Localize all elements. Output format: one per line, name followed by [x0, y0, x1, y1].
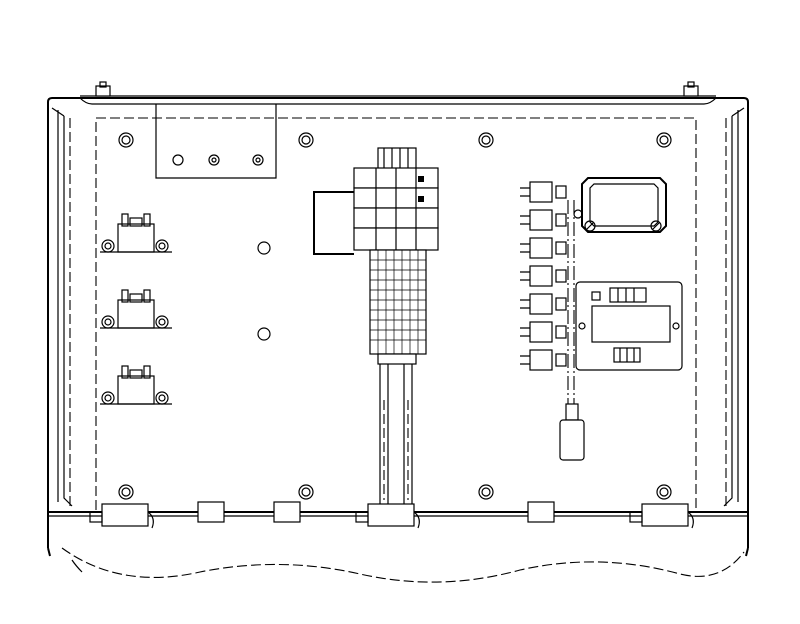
rail-block — [273, 501, 301, 523]
terminal-strip — [369, 249, 427, 365]
mounting-hole — [478, 132, 494, 148]
connector — [520, 237, 567, 259]
break-line — [61, 547, 745, 583]
relay-1 — [100, 213, 172, 253]
connector — [520, 209, 567, 231]
rail-block — [197, 501, 225, 523]
connector — [520, 349, 567, 371]
rail-clamp — [355, 503, 420, 529]
top-hinge-screw-left — [95, 81, 111, 97]
rail-clamp — [89, 503, 154, 529]
bottom-rail — [89, 501, 700, 529]
connector — [520, 293, 567, 315]
mounting-holes-bottom — [118, 484, 672, 500]
panel-hole — [257, 327, 271, 341]
rail-clamp — [629, 503, 694, 529]
connector — [520, 181, 567, 203]
connector-column — [520, 181, 575, 410]
mounting-hole — [478, 484, 494, 500]
mounting-hole — [656, 484, 672, 500]
relay-3 — [100, 365, 172, 405]
mounting-hole — [298, 484, 314, 500]
mounting-holes-top — [118, 132, 672, 148]
cable-sensor — [559, 403, 585, 461]
connector — [520, 321, 567, 343]
junction-box — [573, 177, 667, 233]
mounting-hole — [118, 132, 134, 148]
rail-block — [527, 501, 555, 523]
mounting-hole — [656, 132, 672, 148]
circuit-breaker-block — [313, 147, 439, 255]
cable-duct — [379, 364, 413, 506]
relay-2 — [100, 289, 172, 329]
connector — [520, 265, 567, 287]
mounting-hole — [118, 484, 134, 500]
bracket-plate — [155, 104, 277, 179]
mounting-hole — [298, 132, 314, 148]
control-module — [575, 281, 683, 371]
top-hinge-screw-right — [683, 81, 699, 97]
panel-hole — [257, 241, 271, 255]
